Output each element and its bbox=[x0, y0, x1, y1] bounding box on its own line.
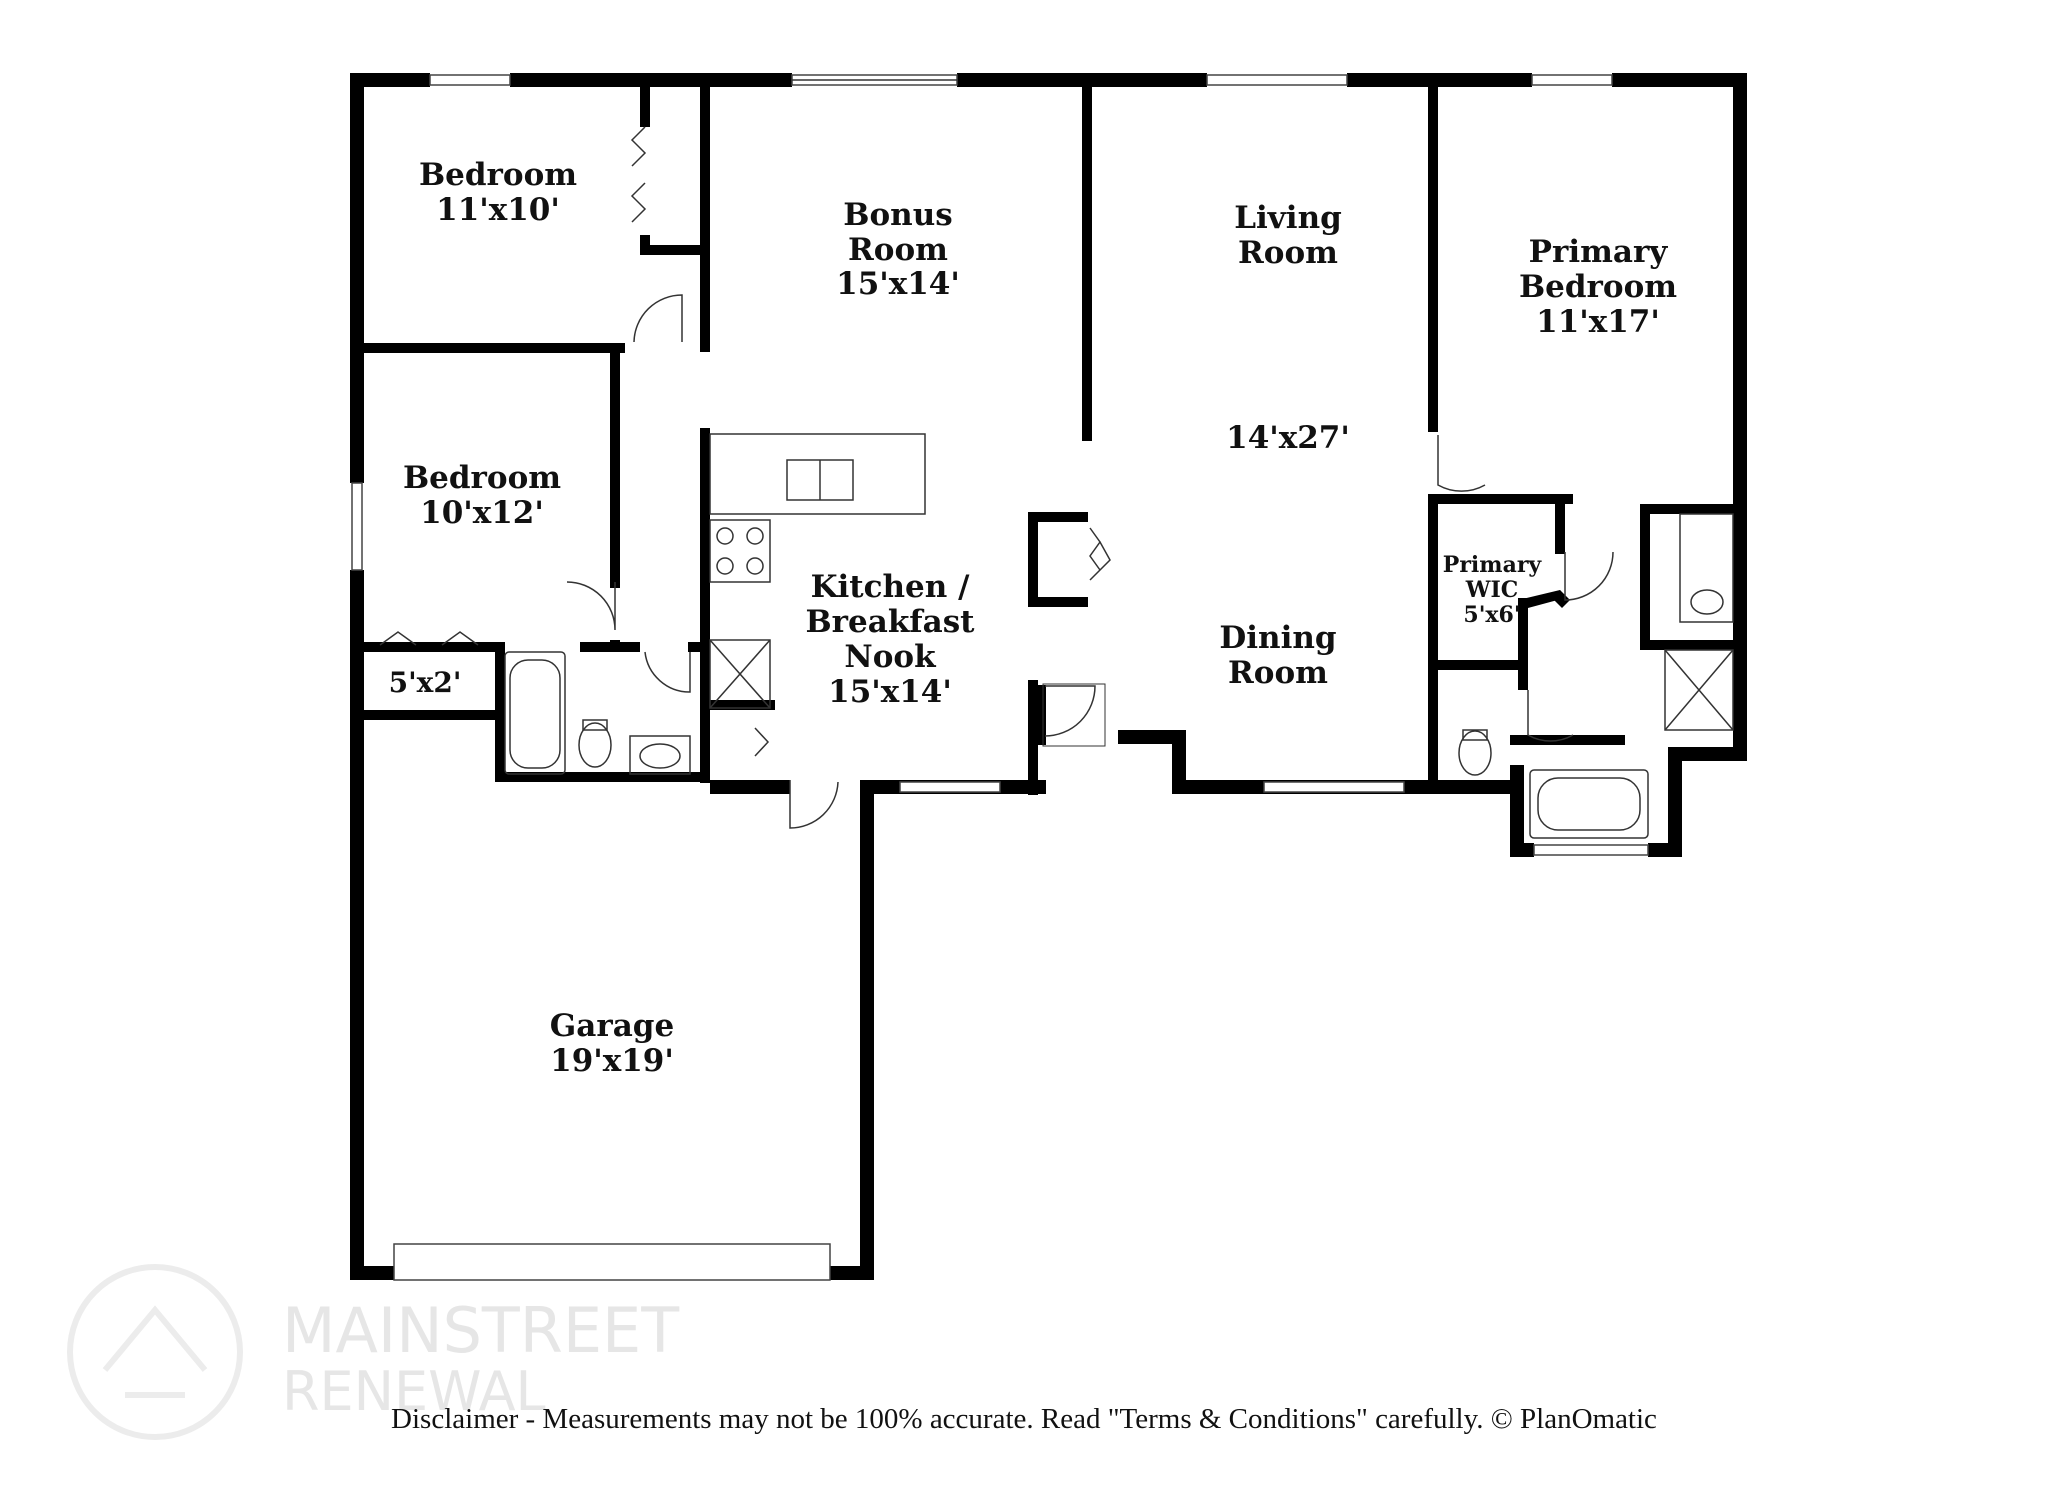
vanity-primary bbox=[1679, 513, 1734, 623]
doors bbox=[379, 79, 1614, 829]
primary-wic-name-2: WIC bbox=[1465, 577, 1519, 603]
kitchen-name-2: Breakfast bbox=[805, 604, 975, 640]
watermark-line1: MAINSTREET bbox=[282, 1294, 680, 1367]
range bbox=[709, 519, 771, 583]
bedroom-1-name: Bedroom bbox=[419, 157, 577, 193]
primary-bedroom-name-2: Bedroom bbox=[1519, 269, 1677, 305]
primary-bedroom-name-1: Primary bbox=[1529, 234, 1669, 270]
bedroom-2-size: 10'x12' bbox=[420, 495, 544, 531]
dining-room-name-2: Room bbox=[1228, 655, 1328, 691]
bedroom-1-size: 11'x10' bbox=[436, 192, 560, 228]
kitchen-size: 15'x14' bbox=[828, 674, 952, 710]
disclaimer: Disclaimer - Measurements may not be 100… bbox=[391, 1403, 1657, 1435]
bedroom-2-name: Bedroom bbox=[403, 460, 561, 496]
primary-wic-name-1: Primary bbox=[1443, 552, 1543, 578]
kitchen-name-1: Kitchen / bbox=[811, 569, 971, 605]
bonus-room-name-2: Room bbox=[848, 232, 948, 268]
living-room-name-1: Living bbox=[1234, 200, 1342, 236]
toilet-primary bbox=[1458, 730, 1492, 776]
garage-name: Garage bbox=[550, 1008, 674, 1044]
bonus-room-size: 15'x14' bbox=[836, 266, 960, 302]
watermark-logo: MAINSTREET RENEWAL bbox=[67, 1264, 680, 1440]
dining-room-name-1: Dining bbox=[1219, 620, 1336, 656]
closet-size: 5'x2' bbox=[389, 666, 462, 699]
toilet-hall bbox=[578, 722, 612, 768]
fixtures bbox=[504, 433, 1734, 839]
windows bbox=[351, 74, 1649, 1281]
watermark-line2: RENEWAL bbox=[282, 1360, 546, 1423]
shower bbox=[1664, 649, 1734, 731]
kitchen-island bbox=[709, 433, 926, 515]
kitchen-name-3: Nook bbox=[844, 639, 937, 675]
living-dining-size: 14'x27' bbox=[1226, 420, 1350, 456]
garage-size: 19'x19' bbox=[550, 1043, 674, 1079]
room-labels: Bedroom 11'x10' Bonus Room 15'x14' Livin… bbox=[389, 157, 1678, 1079]
primary-wic-size: 5'x6' bbox=[1463, 602, 1520, 628]
primary-bedroom-size: 11'x17' bbox=[1536, 304, 1660, 340]
bathtub-primary bbox=[1529, 769, 1649, 839]
interior-walls bbox=[350, 87, 1747, 795]
bonus-room-name-1: Bonus bbox=[843, 197, 952, 233]
garage-door bbox=[393, 1243, 831, 1281]
refrigerator bbox=[709, 639, 771, 709]
living-room-name-2: Room bbox=[1238, 235, 1338, 271]
vanity-hall bbox=[629, 735, 691, 775]
bathtub-hall bbox=[504, 651, 566, 775]
